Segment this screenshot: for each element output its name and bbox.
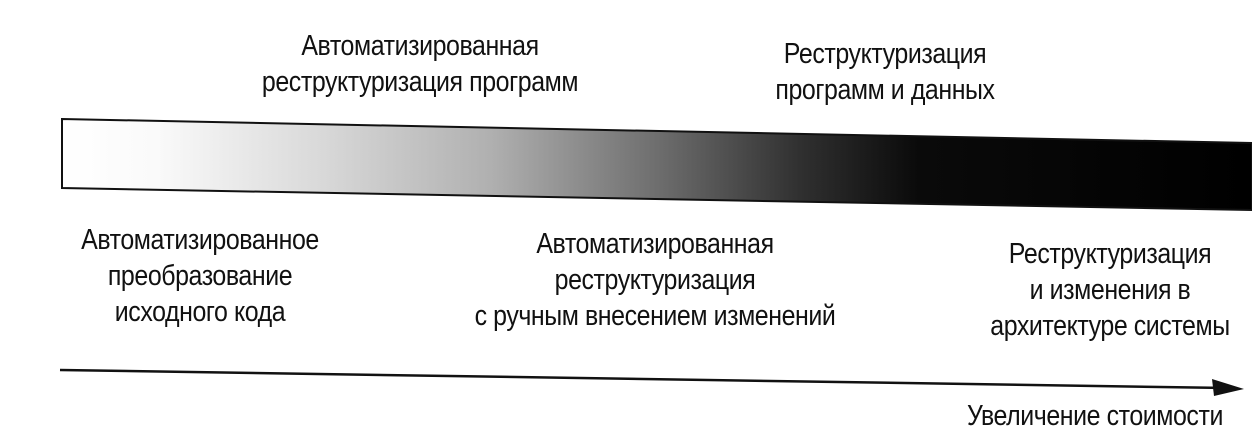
arrow-head-icon <box>1212 379 1244 396</box>
bottom-right-line-1: Реструктуризация <box>1008 238 1212 270</box>
bottom-right-line-2: и изменения в <box>1029 274 1191 306</box>
bottom-right-line-3: архитектуре системы <box>990 310 1230 342</box>
gradient-wedge <box>61 117 1252 212</box>
bottom-left-line-3: исходного кода <box>114 296 286 328</box>
bottom-middle-line-1: Автоматизированная <box>536 228 774 260</box>
axis-label-cost-increase: Увеличение стоимости <box>967 400 1223 432</box>
top-right-line-2: программ и данных <box>775 74 995 106</box>
top-left-line-1: Автоматизированная <box>301 30 539 62</box>
top-label-program-data-restructuring: Реструктуризация программ и данных <box>739 36 1031 108</box>
bottom-middle-line-3: с ручным внесением изменений <box>474 300 836 332</box>
top-label-automated-restructuring: Автоматизированная реструктуризация прог… <box>257 28 584 100</box>
bottom-label-source-code-conversion: Автоматизированное преобразование исходн… <box>62 222 337 330</box>
top-left-line-2: реструктуризация программ <box>261 66 579 98</box>
bottom-label-manual-changes: Автоматизированная реструктуризация с ру… <box>453 226 857 334</box>
bottom-label-architecture-changes: Реструктуризация и изменения в архитекту… <box>972 236 1247 344</box>
bottom-left-line-2: преобразование <box>107 260 293 292</box>
cost-axis-arrow <box>59 368 1244 396</box>
top-right-line-1: Реструктуризация <box>783 38 987 70</box>
bottom-left-line-1: Автоматизированное <box>81 224 319 256</box>
bottom-middle-line-2: реструктуризация <box>554 264 756 296</box>
axis-line <box>59 368 1229 390</box>
cost-gradient-bar <box>61 117 1252 212</box>
